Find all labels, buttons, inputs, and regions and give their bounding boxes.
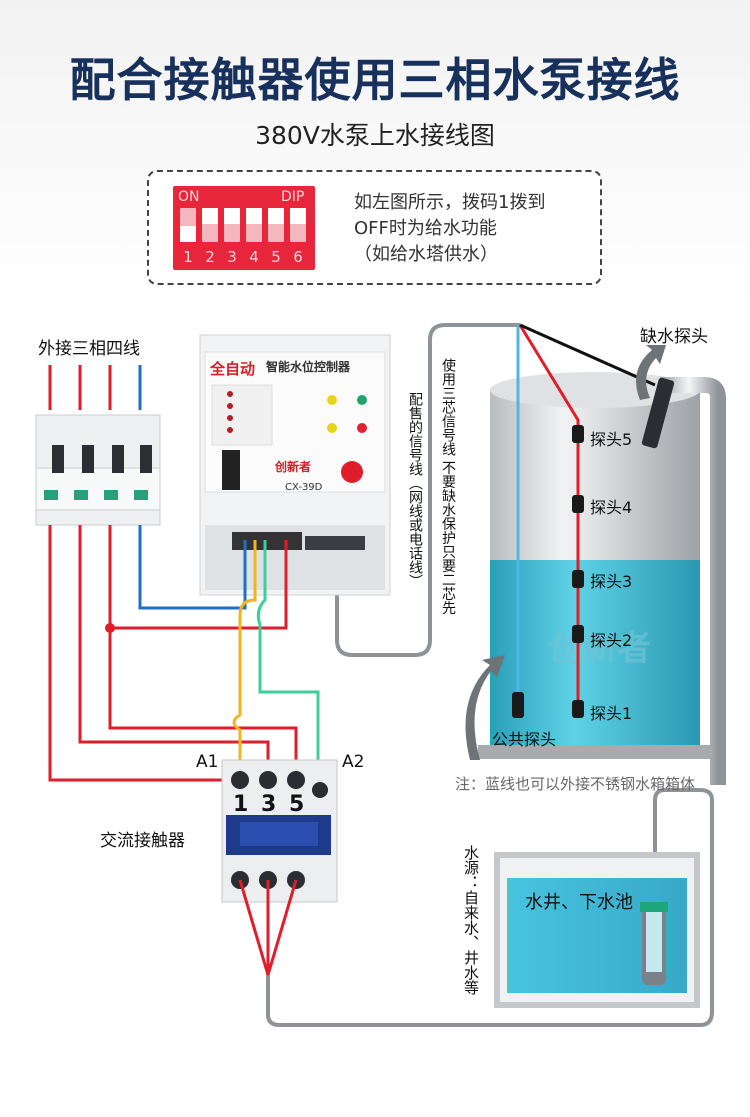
dip-note-line: 如左图所示，拨码1拨到 xyxy=(354,192,546,213)
circuit-breaker xyxy=(35,414,161,526)
contactor-label: 交流接触器 xyxy=(100,831,185,851)
ac-contactor xyxy=(221,759,338,903)
terminal-number: 1 xyxy=(233,792,249,817)
terminal-number: 5 xyxy=(289,792,305,817)
probe-label: 探头4 xyxy=(590,498,633,517)
wire-blue-out xyxy=(138,525,247,610)
controller-title: 全自动 xyxy=(210,360,256,378)
dip-number: 6 xyxy=(293,248,303,266)
dip-note-line: OFF时为给水功能 xyxy=(354,218,497,239)
well-label: 水井、下水池 xyxy=(525,892,633,913)
junction-dot xyxy=(105,623,115,633)
page-subtitle: 380V水泵上水接线图 xyxy=(255,121,495,150)
three-core-label: 使用三芯信号线 不要缺水保护只要二芯先 xyxy=(440,358,456,615)
low-water-probe-label: 缺水探头 xyxy=(640,327,708,347)
signal-cable xyxy=(335,323,520,657)
dip-switch-5 xyxy=(268,208,284,242)
wire-red-load xyxy=(238,879,298,976)
probe-rods xyxy=(512,425,584,718)
three-phase-label: 外接三相四线 xyxy=(38,339,140,359)
dip-number: 1 xyxy=(183,248,193,266)
wire-green xyxy=(256,540,320,760)
wire-red-phase xyxy=(110,540,288,630)
probe-label: 探头2 xyxy=(590,631,633,650)
probe-label: 探头1 xyxy=(590,704,633,723)
a1-label: A1 xyxy=(196,752,219,772)
controller-subtitle: 智能水位控制器 xyxy=(266,360,351,374)
signal-line-label: 配售的信号线（网线或电话线） xyxy=(407,392,423,588)
tank-note: 注：蓝线也可以外接不锈钢水箱箱体 xyxy=(455,775,696,793)
low-water-wire xyxy=(519,323,656,387)
dip-switch-4 xyxy=(246,208,262,242)
dip-number: 3 xyxy=(227,248,237,266)
wire-red-out2 xyxy=(78,525,270,775)
low-water-probe-device xyxy=(641,377,675,449)
water-source-label: 水源：自来水、井水等 xyxy=(462,845,480,995)
dip-number: 4 xyxy=(249,248,259,266)
wire-yellow xyxy=(232,540,257,760)
dip-switch-3 xyxy=(224,208,240,242)
probe-wire-red xyxy=(518,324,580,712)
dip-switch-2 xyxy=(202,208,218,242)
controller-box xyxy=(199,334,391,596)
dip-label: DIP xyxy=(281,189,305,205)
tank-watermark: 创新者 xyxy=(548,629,651,669)
arrow-icon xyxy=(465,655,505,760)
arrow-icon xyxy=(636,345,666,400)
dip-number: 5 xyxy=(271,248,281,266)
a2-label: A2 xyxy=(342,752,365,772)
probe-label: 探头5 xyxy=(590,430,633,449)
controller-model: CX-39D xyxy=(285,482,323,493)
well-pool xyxy=(494,852,700,1008)
dip-number: 2 xyxy=(205,248,215,266)
dip-note-line: （如给水塔供水） xyxy=(354,244,498,265)
dip-note-box: ON DIP 1 2 3 4 5 6 如左图所示，拨码1拨到 OFF时为给水功能… xyxy=(147,170,602,285)
probe-label: 探头3 xyxy=(590,572,633,591)
wire-red-out1 xyxy=(48,525,240,782)
dip-note-text: 如左图所示，拨码1拨到 OFF时为给水功能 （如给水塔供水） xyxy=(354,190,594,268)
pump-cable xyxy=(266,788,714,1027)
terminal-number: 3 xyxy=(261,792,277,817)
dip-switch-6 xyxy=(290,208,306,242)
dip-on-label: ON xyxy=(178,189,200,205)
water-tank: 创新者 xyxy=(478,372,712,759)
submersible-pump xyxy=(640,902,668,985)
outlet-pipe xyxy=(660,377,726,785)
dip-switch: ON DIP 1 2 3 4 5 6 xyxy=(173,186,315,270)
common-probe-label: 公共探头 xyxy=(492,730,557,749)
page-title: 配合接触器使用三相水泵接线 xyxy=(69,53,681,107)
dip-switch-1 xyxy=(180,208,196,242)
controller-brand: 创新者 xyxy=(275,460,312,474)
